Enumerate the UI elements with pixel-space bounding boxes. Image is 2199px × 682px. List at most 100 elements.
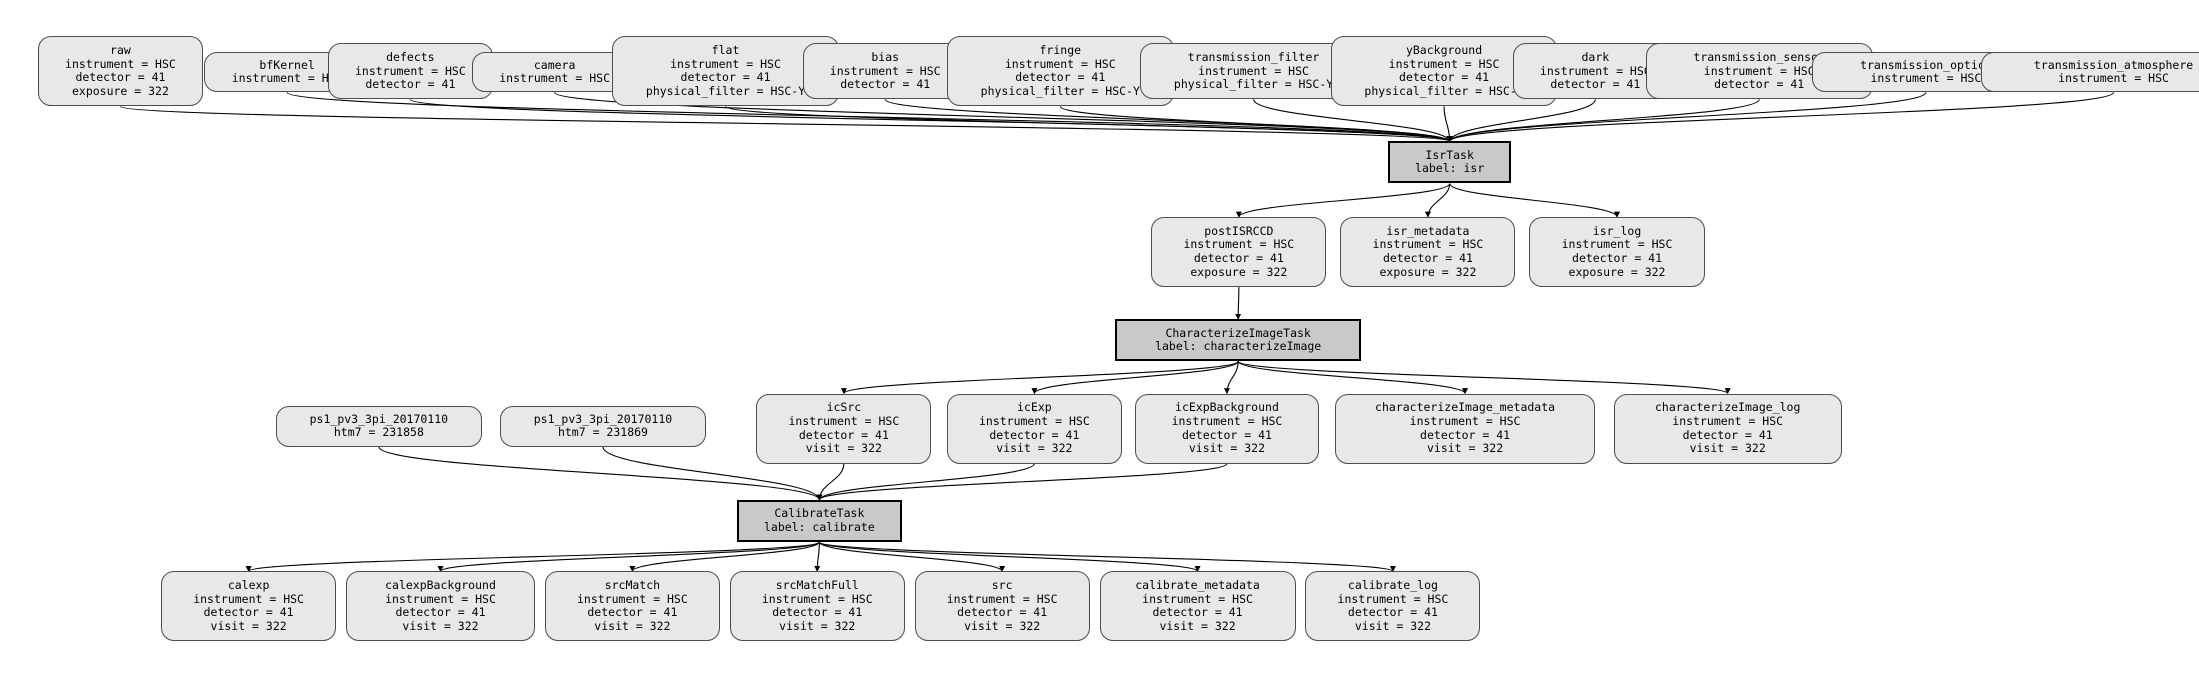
node-title: defects bbox=[386, 50, 435, 65]
node-dimension: instrument = HSC bbox=[761, 591, 873, 606]
edge-CalibrateTask-to-srcMatch bbox=[628, 542, 819, 573]
node-dimension: instrument = HSC bbox=[1539, 63, 1651, 78]
node-title: characterizeImage_log bbox=[1654, 400, 1801, 415]
node-dimension: detector = 41 bbox=[1572, 251, 1663, 266]
node-dimension: htm7 = 231858 bbox=[333, 425, 424, 440]
edge-CalibrateTask-to-calibrate_log bbox=[819, 542, 1397, 573]
node-dimension: exposure = 322 bbox=[1379, 264, 1477, 279]
node-dimension: instrument = HSC bbox=[1870, 71, 1982, 86]
node-dimension: instrument = HSC bbox=[946, 591, 1058, 606]
node-dimension: visit = 322 bbox=[964, 618, 1041, 633]
node-title: icSrc bbox=[826, 400, 862, 415]
node-dimension: exposure = 322 bbox=[1190, 264, 1288, 279]
edge-icExpBackground-to-CalibrateTask bbox=[815, 464, 1227, 501]
node-title: srcMatchFull bbox=[775, 578, 859, 593]
node-dimension: detector = 41 bbox=[1550, 77, 1641, 92]
node-title: raw bbox=[110, 43, 131, 58]
node-title: calibrate_log bbox=[1347, 578, 1438, 593]
node-dimension: instrument = HSC bbox=[499, 71, 611, 86]
node-dimension: instrument = HSC bbox=[193, 591, 304, 606]
node-dimension: detector = 41 bbox=[1714, 77, 1805, 92]
edge-CalibrateTask-to-calibrate_metadata bbox=[819, 542, 1202, 573]
node-dimension: visit = 322 bbox=[594, 618, 671, 633]
edge-ps1_a-to-CalibrateTask bbox=[379, 447, 824, 501]
node-title: src bbox=[991, 578, 1013, 593]
edge-CalibrateTask-to-src bbox=[819, 542, 1007, 573]
node-dimension: visit = 322 bbox=[402, 618, 479, 633]
node-dimension: detector = 41 bbox=[1399, 70, 1490, 85]
node-dimension: instrument = HSC bbox=[978, 413, 1090, 428]
edge-icSrc-to-CalibrateTask bbox=[815, 464, 844, 501]
edge-CharacterizeImageTask-to-characterizeImage_metadata bbox=[1238, 361, 1470, 395]
node-dimension: visit = 322 bbox=[1159, 618, 1236, 633]
node-dimension: instrument = HSC bbox=[1672, 413, 1784, 428]
node-dimension: visit = 322 bbox=[1188, 441, 1266, 456]
edge-CalibrateTask-to-calexpBackground bbox=[436, 542, 820, 573]
edge-fringe-to-IsrTask bbox=[1060, 106, 1454, 143]
node-dimension: instrument = HSC bbox=[1183, 237, 1295, 252]
edge-IsrTask-to-isr_log bbox=[1450, 183, 1622, 218]
node-dimension: instrument = HSC bbox=[1171, 413, 1283, 428]
node-title: srcMatch bbox=[604, 578, 661, 593]
node-dimension: detector = 41 bbox=[957, 605, 1048, 620]
node-dimension: label: characterizeImage bbox=[1155, 339, 1322, 354]
node-dimension: detector = 41 bbox=[75, 70, 166, 85]
edge-yBackground-to-IsrTask bbox=[1444, 106, 1454, 143]
node-title: flat bbox=[711, 43, 740, 58]
node-dimension: visit = 322 bbox=[805, 441, 882, 456]
node-dimension: instrument = HSC bbox=[1142, 591, 1253, 606]
edge-CalibrateTask-to-srcMatchFull bbox=[813, 542, 822, 573]
node-title: icExpBackground bbox=[1175, 400, 1279, 415]
node-dimension: detector = 41 bbox=[1682, 427, 1773, 442]
node-dimension: instrument = HSC bbox=[385, 591, 496, 606]
node-title: calibrate_metadata bbox=[1135, 578, 1260, 593]
node-title: camera bbox=[533, 57, 576, 72]
node-dimension: instrument = HSC bbox=[1703, 63, 1815, 78]
node-dimension: visit = 322 bbox=[996, 441, 1073, 456]
node-dimension: detector = 41 bbox=[1193, 251, 1284, 266]
node-title: transmission_atmosphere bbox=[2033, 57, 2194, 72]
node-dimension: physical_filter = HSC-Y bbox=[980, 84, 1140, 98]
node-dimension: detector = 41 bbox=[365, 77, 456, 92]
node-dimension: detector = 41 bbox=[840, 77, 931, 92]
node-dimension: detector = 41 bbox=[587, 605, 678, 620]
edge-CalibrateTask-to-calexp bbox=[244, 542, 820, 573]
node-title: transmission_filter bbox=[1187, 50, 1320, 65]
node-title: ps1_pv3_3pi_20170110 bbox=[309, 411, 449, 426]
node-dimension: detector = 41 bbox=[1347, 605, 1438, 620]
node-title: bias bbox=[871, 50, 900, 65]
node-title: dark bbox=[1581, 50, 1610, 65]
node-dimension: detector = 41 bbox=[1382, 251, 1473, 266]
node-dimension: visit = 322 bbox=[779, 618, 856, 633]
node-dimension: detector = 41 bbox=[772, 605, 863, 620]
